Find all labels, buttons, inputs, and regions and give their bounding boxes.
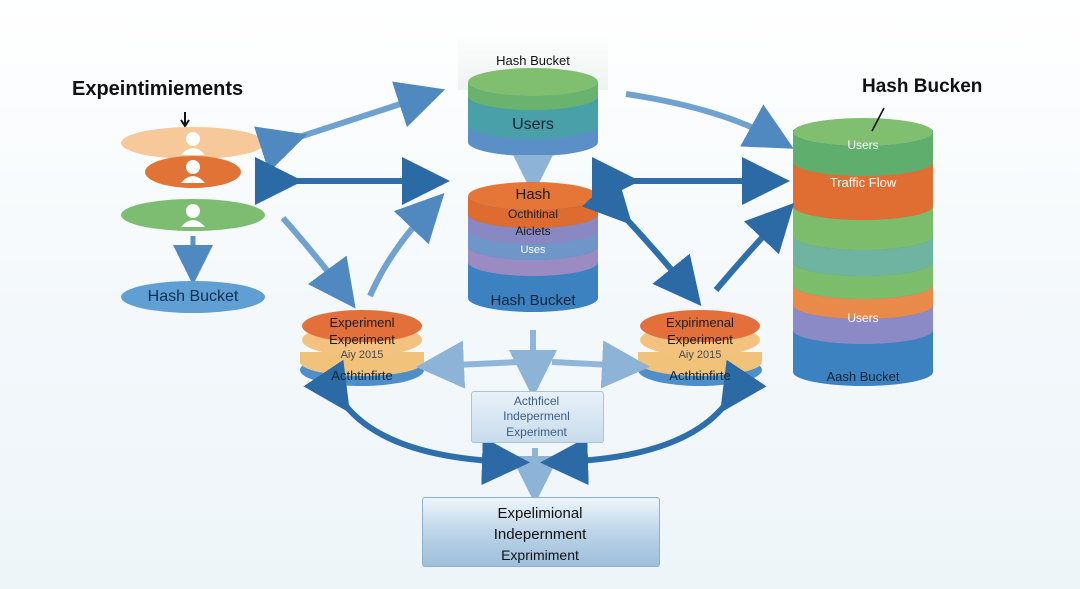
right-title: Hash Bucken — [862, 76, 983, 97]
center-mid-bottom-label: Hash Bucket — [490, 292, 576, 309]
center-top-users-label: Users — [512, 116, 554, 133]
user-icon — [181, 160, 205, 183]
arrow-left-top — [254, 81, 446, 173]
center-mid-line4: Uses — [520, 244, 546, 256]
right-mid-users-label: Users — [847, 311, 879, 325]
right-top-users-label: Users — [847, 138, 879, 152]
right-exp-line1: Expirimenal — [666, 315, 734, 330]
arrow-left-exp — [280, 216, 356, 309]
bottom-box-line1: Expelimional — [497, 505, 583, 522]
left-exp-line2: Experiment — [329, 332, 395, 347]
arrow-to-left-exp — [416, 340, 521, 389]
left-exp-line1: Experimenl — [329, 315, 395, 330]
bottom-independent-box — [422, 497, 660, 567]
arrow-rightexp-bottom — [540, 359, 767, 486]
arrow-to-right-exp — [551, 340, 650, 389]
center-box-line2: Indepermenl — [503, 409, 570, 423]
left-user-stack — [121, 112, 265, 313]
left-hash-bucket-label: Hash Bucket — [147, 288, 239, 305]
right-exp-line3: Aiy 2015 — [678, 349, 722, 361]
center-mid-line1: Hash — [515, 186, 551, 203]
arrow-leftexp-bottom — [303, 359, 530, 486]
center-independent-box — [471, 391, 604, 443]
bottom-box-line3: Exprimiment — [501, 547, 579, 563]
user-icon — [181, 204, 205, 227]
arrow-exp-center — [367, 192, 445, 298]
bottom-box-line2: Indepernment — [493, 526, 587, 543]
right-title-pointer — [871, 107, 885, 132]
left-title: Expeintimiements — [72, 78, 244, 100]
center-mid-cylinder — [468, 182, 598, 312]
center-top-title: Hash Bucket — [496, 53, 570, 68]
arrow-top-right — [625, 91, 794, 149]
right-traffic-flow-label: Traffic Flow — [829, 175, 897, 190]
center-box-line1: Acthficel — [513, 394, 560, 408]
arrow-rightexp-right — [713, 202, 795, 292]
right-cylinder — [793, 107, 933, 386]
center-mid-line2: Octhitinal — [507, 207, 559, 221]
center-box-line3: Experiment — [506, 425, 567, 439]
right-bottom-label: Aash Bucket — [826, 369, 900, 384]
center-top-cylinder — [458, 28, 608, 156]
left-exp-bottom: Acthtinfirte — [331, 368, 393, 383]
left-exp-line3: Aiy 2015 — [340, 349, 384, 361]
user-icon — [181, 132, 205, 155]
right-exp-bottom: Acthtinfirte — [669, 368, 731, 383]
center-mid-line3: Aiclets — [515, 224, 551, 238]
left-hash-bucket — [121, 281, 265, 313]
right-exp-line2: Experiment — [667, 332, 733, 347]
arrow-center-rightexp — [581, 173, 702, 306]
connector-arrows — [254, 81, 795, 504]
